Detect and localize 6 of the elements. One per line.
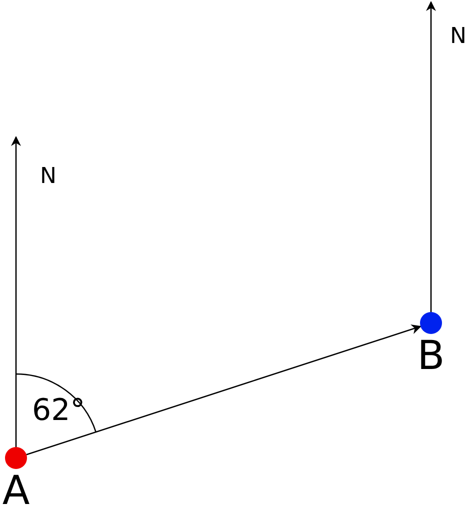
point-label: A xyxy=(2,469,30,513)
point-label: B xyxy=(417,334,445,378)
north-label: N xyxy=(450,26,466,48)
north-label: N xyxy=(40,166,56,188)
arrow xyxy=(26,324,422,456)
angle-label: 62° xyxy=(32,396,86,426)
